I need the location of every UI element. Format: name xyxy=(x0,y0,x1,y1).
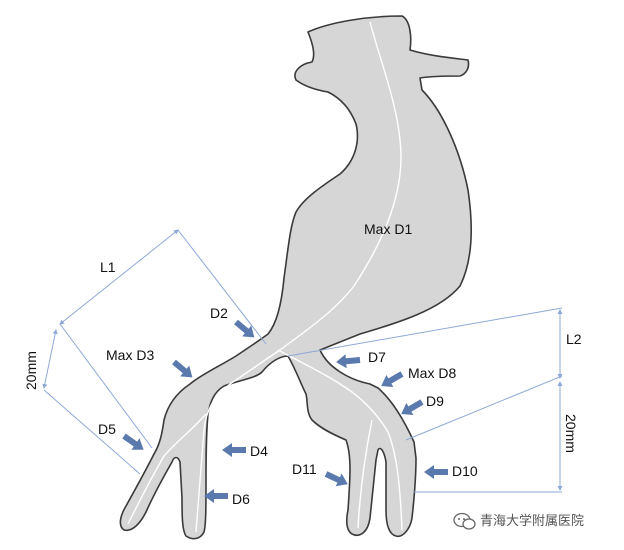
label-d10: D10 xyxy=(452,463,478,479)
centerline-right-medial xyxy=(357,419,373,529)
centerline-left-lateral xyxy=(127,413,207,525)
wechat-icon xyxy=(453,512,476,530)
left-20mm-extension xyxy=(43,389,141,475)
d7-arrow-icon xyxy=(336,354,361,369)
label-max-d3: Max D3 xyxy=(106,347,154,363)
label-20mm-left: 20mm xyxy=(23,351,39,390)
d4-arrow-icon xyxy=(222,443,246,457)
d10-arrow-icon xyxy=(424,465,448,479)
l1-extension-top xyxy=(177,229,267,345)
d6-arrow-icon xyxy=(204,489,228,503)
aorta-vessel xyxy=(119,15,473,540)
label-20mm-right: 20mm xyxy=(563,414,579,453)
label-l1: L1 xyxy=(100,259,116,275)
l1-dimension-line xyxy=(59,229,179,325)
left-20mm-dimension-line xyxy=(42,329,58,389)
label-max-d8: Max D8 xyxy=(408,365,456,381)
label-d9: D9 xyxy=(426,393,444,409)
watermark: 青海大学附属医院 xyxy=(453,512,584,530)
dimension-lines-left xyxy=(42,229,267,475)
label-d4: D4 xyxy=(250,443,268,459)
label-l2: L2 xyxy=(566,331,582,347)
max-d3-arrow-icon xyxy=(172,359,193,378)
label-d7: D7 xyxy=(368,349,386,365)
d11-arrow-icon xyxy=(324,471,348,487)
label-d2: D2 xyxy=(210,305,228,321)
d5-arrow-icon xyxy=(122,433,144,450)
label-d6: D6 xyxy=(232,491,250,507)
l2-extension-top xyxy=(287,307,563,357)
label-d11: D11 xyxy=(292,461,317,477)
dimension-lines-right xyxy=(287,307,563,493)
centerline-main xyxy=(195,21,402,533)
label-max-d1: Max D1 xyxy=(364,221,412,237)
d2-arrow-icon xyxy=(234,319,255,338)
watermark-text: 青海大学附属医院 xyxy=(480,513,584,529)
max-d8-arrow-icon xyxy=(381,371,404,388)
label-d5: D5 xyxy=(98,421,116,437)
pointer-arrows xyxy=(122,319,448,503)
l2-extension-bottom xyxy=(405,375,563,441)
centerline-right xyxy=(277,349,403,531)
vessel-outline xyxy=(119,15,473,540)
l1-extension-bottom xyxy=(59,323,153,449)
d9-arrow-icon xyxy=(401,399,424,416)
